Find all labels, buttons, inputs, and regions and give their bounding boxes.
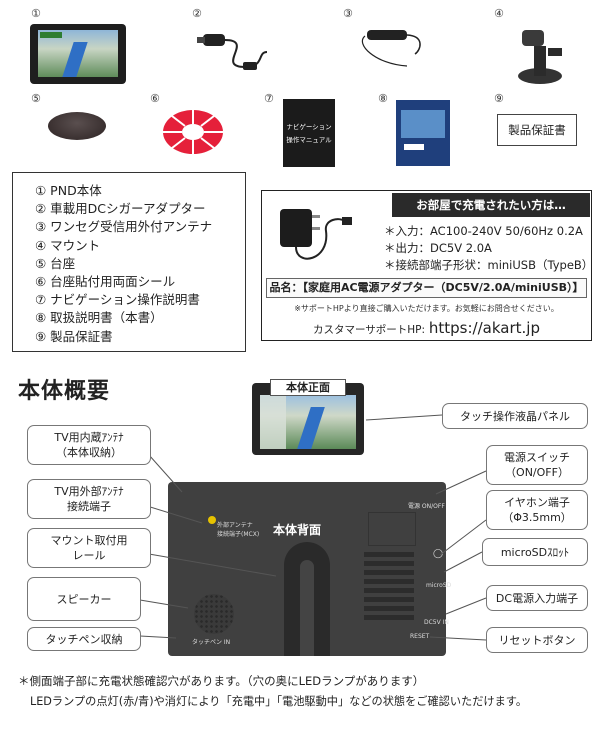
callout-dc-input: DC電源入力端子 [486,585,588,611]
callout-tv-internal-antenna: TV用内蔵ｱﾝﾃﾅ （本体収納） [27,425,151,465]
item-number-8: ⑧ [378,92,388,105]
ac-adapter-note: ※サポートHPより直接ご購入いただけます。お気軽にお問合せください。 [294,304,559,313]
ac-adapter-product-name: 品名：【家庭用AC電源アダプター（DC5V/2.0A/miniUSB）】 [266,278,587,298]
back-unit-image [168,482,446,656]
callout-touch-panel: タッチ操作液晶パネル [442,403,588,429]
dc-cigar-adapter-image [197,34,268,70]
antenna-image [361,30,421,67]
item-number-3: ③ [343,7,353,20]
dc5v-label: DC5V IN [424,619,449,626]
item-number-6: ⑥ [150,92,160,105]
base-pad-image [48,112,106,140]
list-item: ③ ワンセグ受信用外付アンテナ [35,219,213,235]
item-number-2: ② [192,7,202,20]
callout-power-switch: 電源スイッチ （ON/OFF） [486,445,588,485]
item-number-1: ① [31,7,41,20]
item-number-4: ④ [494,7,504,20]
manual-title-line1: ナビゲーション [286,123,332,131]
ac-spec-connector: ＊接続部端子形状：miniUSB（TypeB） [384,258,594,272]
navigation-manual-image: ナビゲーション 操作マニュアル [283,99,335,167]
warranty-card-label: 製品保証書 [508,123,566,137]
ac-spec-output: ＊出力：DC5V 2.0A [384,241,492,255]
warranty-card: 製品保証書 [497,114,577,146]
pen-slot-label: タッチペン IN [192,639,231,646]
front-label: 本体正面 [270,379,346,396]
list-item: ⑧ 取扱説明書（本書） [35,310,163,326]
callout-tv-external-antenna-port: TV用外部ｱﾝﾃﾅ 接続端子 [27,479,151,519]
contents-list: ① PND本体 ② 車載用DCシガーアダプター ③ ワンセグ受信用外付アンテナ … [12,172,246,352]
list-item: ② 車載用DCシガーアダプター [35,201,206,217]
callout-earphone-jack: イヤホン端子 （Φ3.5mm） [486,490,588,530]
support-url-link[interactable]: https://akart.jp [428,319,540,337]
item-number-5: ⑤ [31,92,41,105]
ac-adapter-heading: お部屋で充電されたい方は… [392,193,590,217]
item-number-9: ⑨ [494,92,504,105]
ac-adapter-box: お部屋で充電されたい方は… ＊入力：AC100-240V 50/60Hz 0.2… [261,190,594,341]
ac-spec-input: ＊入力：AC100-240V 50/60Hz 0.2A [384,224,583,238]
list-item: ⑦ ナビゲーション操作説明書 [35,292,200,308]
callout-microsd-slot: microSDｽﾛｯﾄ [482,538,588,566]
list-item: ⑨ 製品保証書 [35,328,113,344]
list-item: ⑥ 台座貼付用両面シール [35,274,176,290]
support-line: カスタマーサポートHP: https://akart.jp [262,319,591,337]
antenna-port-label: 外部アンテナ 接続端子(MCX) [217,522,260,538]
mount-image [518,30,562,84]
microsd-label: microSD [426,582,452,589]
footnote-2: LEDランプの点灯(赤/青)や消灯により「充電中」「電池駆動中」などの状態をご確… [30,695,528,708]
list-item: ④ マウント [35,237,101,253]
callout-touch-pen-storage: タッチペン収納 [27,627,141,651]
callout-mount-rail: マウント取付用 レール [27,528,151,568]
reset-label: RESET [410,633,430,640]
callout-reset-button: リセットボタン [486,627,588,653]
manual-title-line2: 操作マニュアル [286,136,332,144]
headphone-icon: ◯ [433,549,444,559]
back-label: 本体背面 [273,523,322,537]
list-item: ⑤ 台座 [35,255,76,271]
ac-adapter-image [280,209,352,260]
power-switch-label: 電源 ON/OFF [408,503,445,510]
adhesive-sticker-image [163,110,223,154]
item-number-7: ⑦ [264,92,274,105]
overview-title: 本体概要 [18,379,111,404]
callout-speaker: スピーカー [27,577,141,621]
list-item: ① PND本体 [35,183,102,198]
support-label: カスタマーサポートHP: [313,324,426,336]
pnd-unit-image [30,24,126,84]
instruction-booklet-image [396,100,450,166]
footnote-1: ＊側面端子部に充電状態確認穴があります。（穴の奥にLEDランプがあります） [18,674,425,688]
